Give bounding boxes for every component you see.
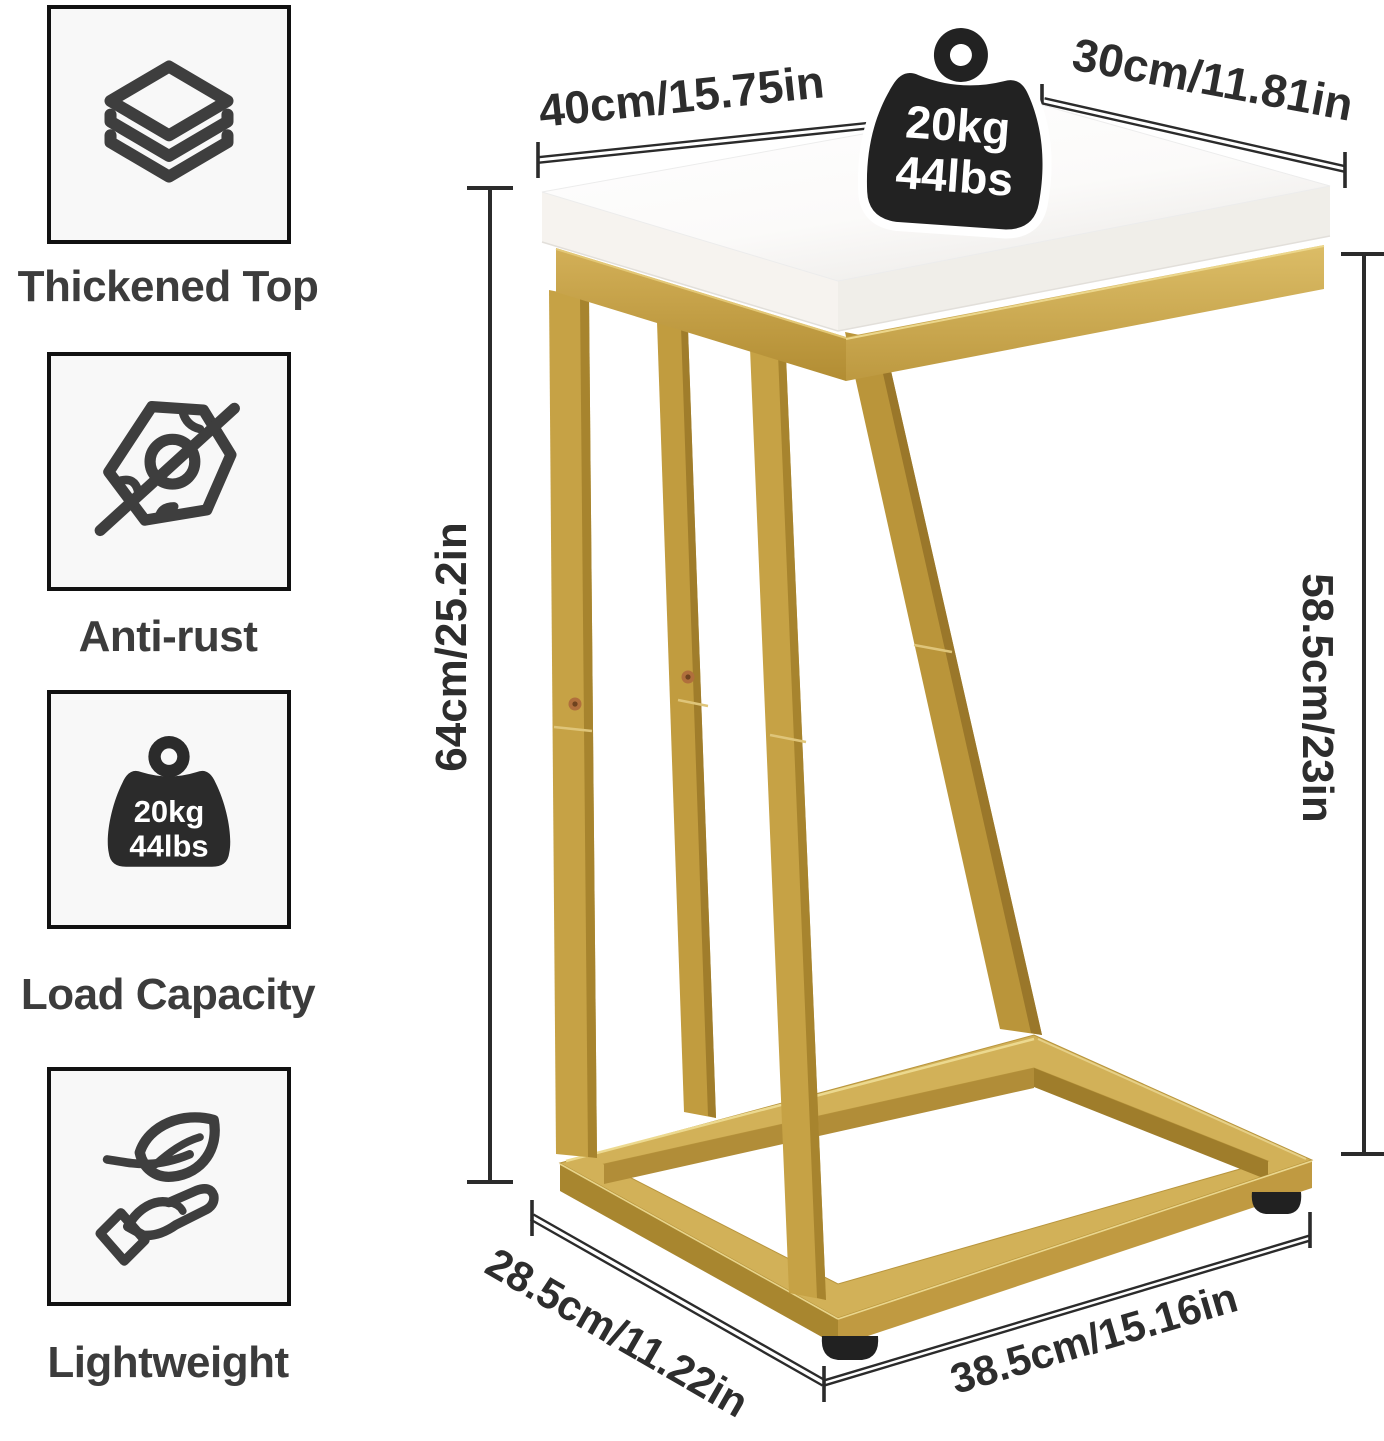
badge-weight-kg: 20kg xyxy=(904,95,1012,154)
leg-back-left xyxy=(657,322,716,1118)
dim-top-width: 30cm/11.81in xyxy=(1069,28,1358,131)
feature-label: Lightweight xyxy=(47,1338,289,1387)
weight-badge: 20kg 44lbs xyxy=(857,17,1052,239)
weight-icon: 20kg 44lbs xyxy=(107,735,231,867)
dim-height-right: 58.5cm/23in xyxy=(1293,573,1342,823)
badge-weight-lbs: 44lbs xyxy=(894,146,1015,206)
icon-weight-kg: 20kg xyxy=(134,794,205,829)
table-legs xyxy=(549,290,1042,1300)
feature-label: Anti-rust xyxy=(78,612,258,661)
load-capacity-icon-box: 20kg 44lbs xyxy=(47,690,291,929)
foot-front xyxy=(821,1336,879,1360)
dim-line-height-right xyxy=(1341,252,1384,1156)
thickened-top-icon-box xyxy=(47,5,291,244)
icon-weight-lbs: 44lbs xyxy=(129,828,208,863)
dim-line-base-length xyxy=(822,1212,1312,1387)
leg-mid-front xyxy=(750,348,826,1300)
leaf-hand-icon xyxy=(95,1111,220,1266)
dimension-lines xyxy=(467,84,1384,1402)
leg-front-left xyxy=(549,290,597,1158)
lightweight-icon-box xyxy=(47,1067,291,1306)
feature-label: Load Capacity xyxy=(20,970,316,1019)
dim-line-top-width xyxy=(1040,84,1347,188)
leg-back-right xyxy=(845,332,1042,1035)
dim-top-length: 40cm/15.75in xyxy=(536,55,826,137)
anti-rust-icon-box xyxy=(47,352,291,591)
foot-right xyxy=(1251,1192,1302,1214)
dim-line-height-left xyxy=(467,186,513,1184)
anti-rust-icon xyxy=(94,400,240,536)
dim-height-left: 64cm/25.2in xyxy=(427,522,476,772)
layers-icon xyxy=(104,60,234,183)
feature-label: Thickened Top xyxy=(17,262,319,311)
dim-line-base-width xyxy=(529,1200,827,1402)
